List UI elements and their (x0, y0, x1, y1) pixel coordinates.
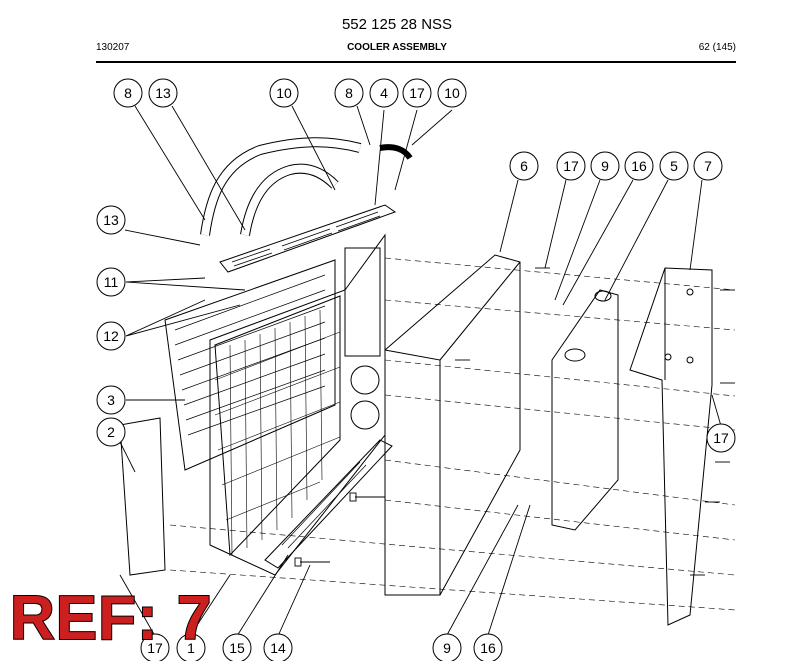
svg-text:10: 10 (444, 85, 460, 101)
callout-9-a: 9 (590, 151, 620, 181)
callout-17-a: 17 (402, 78, 432, 108)
callout-9-b: 9 (432, 633, 462, 661)
callout-16-a: 16 (624, 151, 654, 181)
radiator-core-grid (214, 309, 341, 556)
svg-text:10: 10 (276, 85, 292, 101)
hose-fill (201, 138, 362, 236)
svg-text:8: 8 (124, 85, 132, 101)
callout-7: 7 (693, 151, 723, 181)
callout-4: 4 (369, 78, 399, 108)
cover-plate (119, 417, 166, 576)
frame-opening-lower (350, 400, 380, 430)
svg-text:15: 15 (229, 640, 245, 656)
callout-13-a: 13 (148, 78, 178, 108)
oil-cooler (551, 289, 619, 531)
callout-11: 11 (96, 267, 126, 297)
svg-text:14: 14 (270, 640, 286, 656)
callout-17-c: 17 (706, 423, 736, 453)
callout-1: 1 (176, 633, 206, 661)
assembly-center-lines (169, 257, 736, 611)
frame-opening-upper (350, 365, 380, 395)
callout-10-a: 10 (269, 78, 299, 108)
callout-6: 6 (509, 151, 539, 181)
bolt-set (294, 267, 735, 576)
svg-text:13: 13 (155, 85, 171, 101)
ref-label: REF: 7 (9, 584, 213, 653)
svg-text:5: 5 (670, 158, 678, 174)
svg-text:17: 17 (563, 158, 579, 174)
header-rule (96, 61, 736, 63)
callout-5: 5 (659, 151, 689, 181)
bottom-plate (264, 439, 393, 569)
svg-text:4: 4 (380, 85, 388, 101)
callout-8-b: 8 (334, 78, 364, 108)
shroud-front-edge (384, 349, 441, 595)
side-slot-panel (344, 247, 381, 357)
callout-13-b: 13 (96, 205, 126, 235)
grille-panel (164, 259, 336, 471)
top-plate (219, 204, 397, 273)
callout-15: 15 (222, 633, 252, 661)
callout-8-a: 8 (113, 78, 143, 108)
top-plate-slots (231, 211, 381, 267)
svg-text:6: 6 (520, 158, 528, 174)
callout-14: 14 (263, 633, 293, 661)
svg-text:17: 17 (713, 430, 729, 446)
svg-text:2: 2 (107, 424, 115, 440)
svg-text:9: 9 (601, 158, 609, 174)
elbow-fitting (379, 144, 413, 160)
svg-text:11: 11 (104, 274, 119, 290)
radiator-core (214, 295, 341, 557)
bottom-plate-slots (281, 461, 367, 549)
svg-text:17: 17 (147, 640, 163, 656)
hose-fill-2 (241, 164, 338, 236)
grille-panel-slots (174, 274, 326, 436)
shroud (384, 254, 521, 596)
svg-text:12: 12 (103, 328, 119, 344)
callout-3: 3 (96, 385, 126, 415)
callout-17-d: 17 (140, 633, 170, 661)
section-title: COOLER ASSEMBLY (347, 42, 447, 53)
callout-10-b: 10 (437, 78, 467, 108)
svg-text:1: 1 (187, 640, 195, 656)
callout-17-b: 17 (556, 151, 586, 181)
svg-text:16: 16 (480, 640, 496, 656)
radiator-frame (209, 233, 386, 576)
guard-panel (629, 267, 713, 626)
hose-outline (200, 137, 362, 236)
part-number-title: 552 125 28 NSS (341, 16, 453, 33)
svg-text:9: 9 (443, 640, 451, 656)
leader-lines (119, 105, 722, 637)
svg-text:13: 13 (103, 212, 119, 228)
callout-12: 12 (96, 321, 126, 351)
callout-2: 2 (96, 417, 126, 447)
svg-text:8: 8 (345, 85, 353, 101)
svg-text:3: 3 (107, 392, 115, 408)
svg-text:16: 16 (631, 158, 647, 174)
svg-text:17: 17 (409, 85, 425, 101)
date-code: 130207 (96, 42, 130, 53)
callout-16-b: 16 (473, 633, 503, 661)
svg-text:7: 7 (704, 158, 712, 174)
page-number: 62 (145) (698, 42, 736, 53)
